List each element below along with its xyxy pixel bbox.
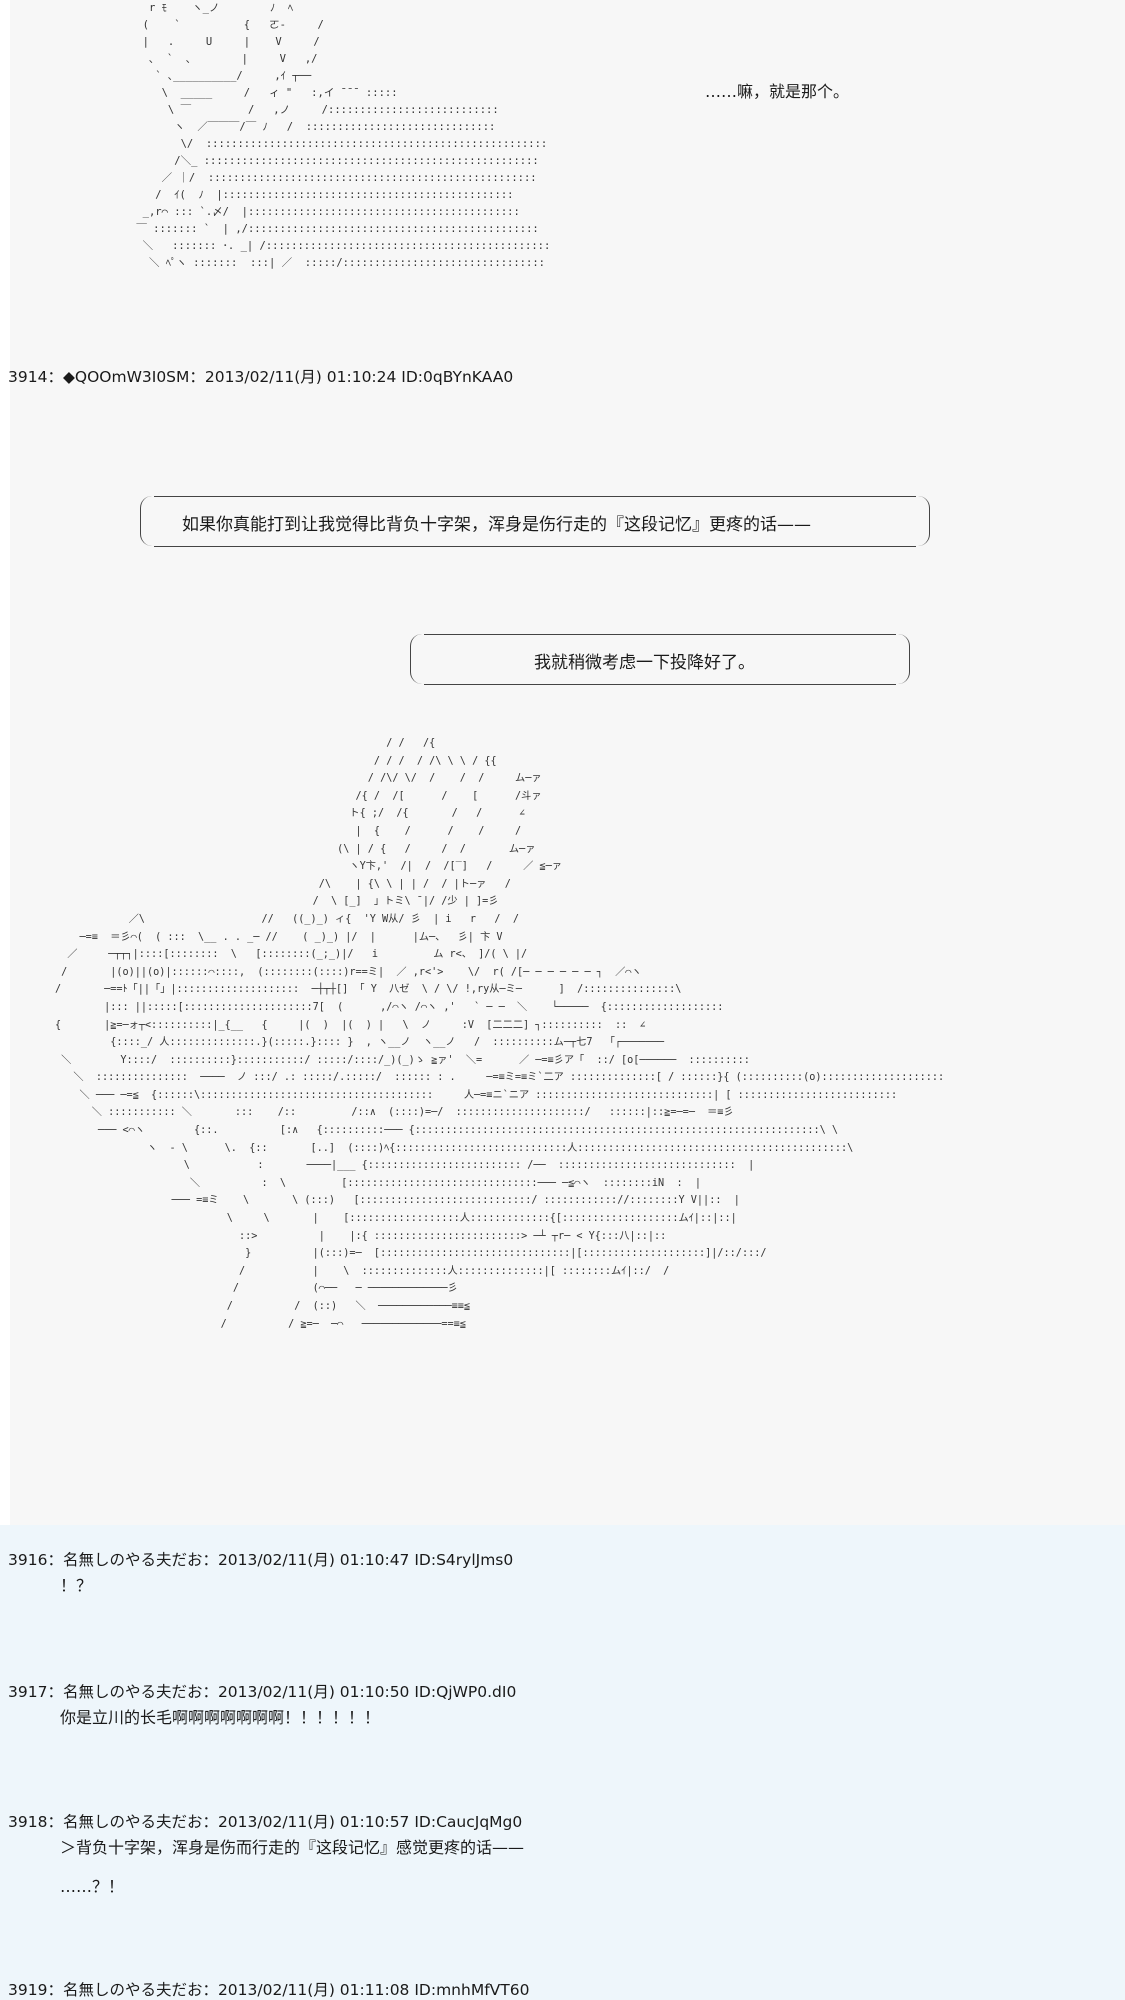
post-header-3917: 3917：名無しのやる夫だお：2013/02/11(月) 01:10:50 ID… [8,1683,517,1701]
speech-bubble-2: 我就稍微考虑一下投降好了。 [410,628,910,690]
aa-panel [10,0,1125,1525]
ascii-art-character-fight: / / /{ / / / / /\ \ \ / {{ / /\/ \/ / / … [55,738,945,1330]
post-body-3917-line-1: 你是立川的长毛啊啊啊啊啊啊啊！！！！！！ [60,1708,381,1727]
speech-bubble-1: 如果你真能打到让我觉得比背负十字架，浑身是伤行走的『这段记忆』更疼的话—— [140,490,930,552]
ascii-art-character-top: r ﾓ ヽ_ノ ﾉ ﾍ ( ` { ㄛ- / | . U | V / ､ ` ､… [136,2,551,269]
post-body-3916-line-1: ！？ [60,1576,93,1595]
post-header-3914: 3914：◆QOOmW3I0SM：2013/02/11(月) 01:10:24 … [8,368,514,386]
replies-panel [0,1525,1125,2000]
post-header-3919: 3919：名無しのやる夫だお：2013/02/11(月) 01:11:08 ID… [8,1981,530,1999]
post-header-3916: 3916：名無しのやる夫だお：2013/02/11(月) 01:10:47 ID… [8,1551,514,1569]
post-body-3918-line-1: ＞背负十字架，浑身是伤而行走的『这段记忆』感觉更疼的话—— [60,1838,525,1857]
dialogue-line: ……嘛，就是那个。 [705,82,850,101]
speech-bubble-1-text: 如果你真能打到让我觉得比背负十字架，浑身是伤行走的『这段记忆』更疼的话—— [182,515,811,535]
post-header-3918: 3918：名無しのやる夫だお：2013/02/11(月) 01:10:57 ID… [8,1813,523,1831]
post-body-3918-line-3: ……？！ [60,1877,125,1896]
speech-bubble-2-text: 我就稍微考虑一下投降好了。 [534,653,755,673]
